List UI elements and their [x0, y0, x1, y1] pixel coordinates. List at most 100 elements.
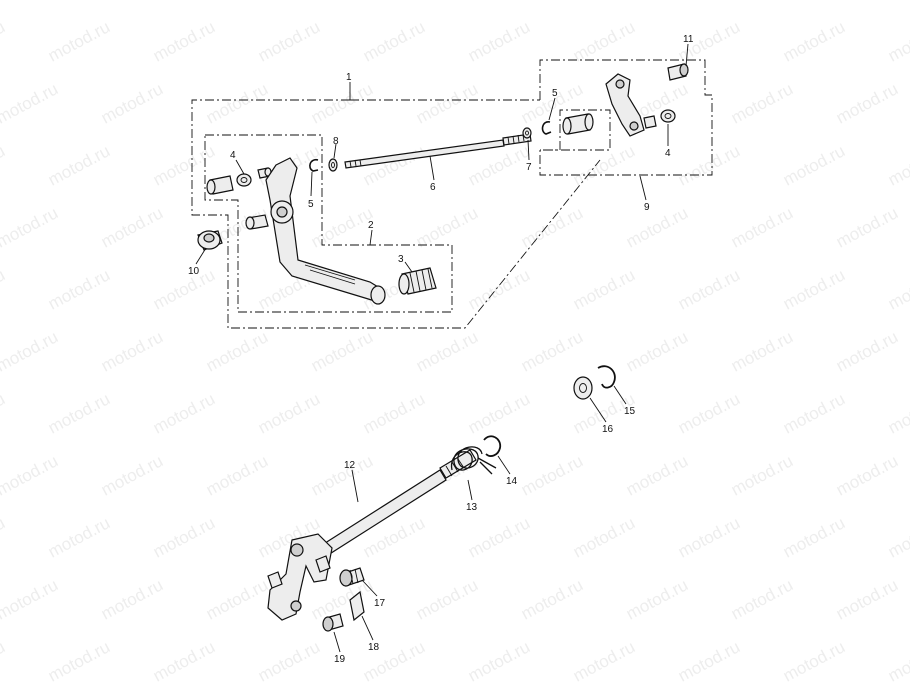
watermark-text: motod.ru	[203, 0, 271, 4]
callout-3: 3	[398, 254, 404, 265]
watermark-text: motod.ru	[728, 0, 796, 4]
watermark-text: motod.ru	[360, 17, 428, 65]
watermark-text: motod.ru	[833, 0, 901, 4]
watermark-text: motod.ru	[675, 141, 743, 189]
watermark-text: motod.ru	[45, 17, 113, 65]
watermark-text: motod.ru	[98, 79, 166, 127]
watermark-text: motod.ru	[413, 327, 481, 375]
watermark-text: motod.ru	[150, 513, 218, 561]
watermark-text: motod.ru	[465, 389, 533, 437]
watermark-text: motod.ru	[623, 0, 691, 4]
watermark-text: motod.ru	[255, 17, 323, 65]
watermark-text: motod.ru	[98, 575, 166, 623]
watermark-text: motod.ru	[728, 327, 796, 375]
watermark-text: motod.ru	[308, 327, 376, 375]
callout-11: 11	[683, 34, 694, 45]
assembly-1-outline	[191, 99, 601, 329]
watermark-text: motod.ru	[675, 637, 743, 683]
watermark-text: motod.ru	[780, 265, 848, 313]
watermark-text: motod.ru	[833, 575, 901, 623]
callout-5-left: 5	[308, 199, 314, 210]
watermark-text: motod.ru	[623, 575, 691, 623]
washer-16	[573, 376, 593, 400]
watermark-text: motod.ru	[570, 265, 638, 313]
callout-8: 8	[333, 136, 339, 147]
watermark-text: motod.ru	[780, 17, 848, 65]
bushing-4-right	[643, 109, 676, 129]
watermark-text: motod.ru	[360, 141, 428, 189]
gearshift-shaft-12	[267, 449, 477, 621]
watermark-text: motod.ru	[885, 637, 910, 683]
leader-lines	[195, 43, 689, 653]
watermark-text: motod.ru	[150, 265, 218, 313]
bushing-4-left	[206, 167, 272, 195]
watermark-text: motod.ru	[728, 451, 796, 499]
watermark-text: motod.ru	[150, 17, 218, 65]
callout-14: 14	[506, 476, 518, 487]
watermark-text: motod.ru	[98, 451, 166, 499]
watermark-text: motod.ru	[98, 0, 166, 4]
watermark-text: motod.ru	[465, 637, 533, 683]
callout-4-right: 4	[665, 148, 671, 159]
watermark-text: motod.ru	[570, 17, 638, 65]
watermark-text: motod.ru	[413, 79, 481, 127]
watermark-text: motod.ru	[833, 451, 901, 499]
watermark-text: motod.ru	[885, 17, 910, 65]
callout-15: 15	[624, 406, 636, 417]
watermark-text: motod.ru	[0, 513, 8, 561]
watermark-text: motod.ru	[465, 513, 533, 561]
watermark-text: motod.ru	[0, 0, 61, 4]
callout-7: 7	[526, 162, 532, 173]
watermark-text: motod.ru	[0, 327, 61, 375]
watermark-text: motod.ru	[885, 389, 910, 437]
watermark-text: motod.ru	[570, 637, 638, 683]
watermark-text: motod.ru	[308, 451, 376, 499]
callout-19: 19	[334, 654, 346, 665]
watermark-text: motod.ru	[780, 513, 848, 561]
watermark-text: motod.ru	[518, 203, 586, 251]
circlip-15	[597, 365, 616, 389]
watermark-text: motod.ru	[0, 17, 8, 65]
watermark-text: motod.ru	[203, 79, 271, 127]
callout-5-right: 5	[552, 88, 558, 99]
callout-13: 13	[466, 502, 478, 513]
watermark-text: motod.ru	[45, 389, 113, 437]
watermark-text: motod.ru	[0, 265, 8, 313]
watermark-text: motod.ru	[308, 203, 376, 251]
watermark-text: motod.ru	[675, 389, 743, 437]
bolt-11	[667, 63, 689, 81]
watermark-text: motod.ru	[518, 0, 586, 4]
watermark-text: motod.ru	[0, 389, 8, 437]
circlip-5-right	[541, 121, 552, 135]
watermark-text: motod.ru	[98, 327, 166, 375]
watermark-text: motod.ru	[150, 389, 218, 437]
watermark-text: motod.ru	[150, 637, 218, 683]
watermark-text: motod.ru	[623, 203, 691, 251]
watermark-text: motod.ru	[45, 513, 113, 561]
assembly-9-outline	[539, 59, 713, 176]
watermark-text: motod.ru	[0, 141, 8, 189]
watermark-text: motod.ru	[360, 389, 428, 437]
watermark-text: motod.ru	[833, 327, 901, 375]
watermark-text: motod.ru	[255, 389, 323, 437]
callout-18: 18	[368, 642, 380, 653]
watermark-text: motod.ru	[0, 79, 61, 127]
watermark-text: motod.ru	[413, 203, 481, 251]
stopper-10	[197, 230, 223, 251]
watermark-text: motod.ru	[203, 327, 271, 375]
footpeg-rubber-3	[398, 267, 437, 295]
watermark-text: motod.ru	[413, 0, 481, 4]
callout-16: 16	[602, 424, 614, 435]
watermark-text: motod.ru	[465, 265, 533, 313]
callout-4-left: 4	[230, 150, 236, 161]
watermark-text: motod.ru	[728, 575, 796, 623]
watermark-text: motod.ru	[833, 203, 901, 251]
watermark-text: motod.ru	[45, 141, 113, 189]
watermark-text: motod.ru	[518, 327, 586, 375]
watermark-text: motod.ru	[308, 79, 376, 127]
callout-6: 6	[430, 182, 436, 193]
gear-change-lever	[245, 157, 386, 305]
washer-7	[522, 127, 532, 139]
